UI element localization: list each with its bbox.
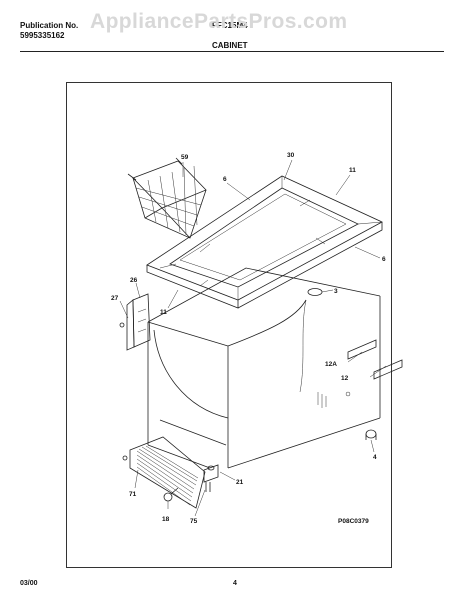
section-title: CABINET xyxy=(212,41,248,50)
label-3: 3 xyxy=(334,288,338,295)
footer-date: 03/00 xyxy=(20,580,38,587)
label-18: 18 xyxy=(162,516,170,523)
label-11-left: 11 xyxy=(160,309,167,316)
label-6-right: 6 xyxy=(382,256,386,263)
model-number: FFC15M4 xyxy=(212,21,248,30)
cabinet-body[interactable] xyxy=(147,267,381,469)
basket-part[interactable] xyxy=(127,157,207,239)
hinge-part[interactable] xyxy=(119,293,151,351)
label-6-top: 6 xyxy=(223,176,227,183)
label-30: 30 xyxy=(287,152,295,159)
diagram-frame xyxy=(66,82,392,568)
label-4: 4 xyxy=(373,454,377,461)
publication-number: 5995335162 xyxy=(20,31,65,40)
leader-lines xyxy=(119,159,387,517)
control-part[interactable] xyxy=(203,464,219,492)
leg-part[interactable] xyxy=(365,429,377,440)
header-rule xyxy=(20,51,444,52)
grille-part[interactable] xyxy=(122,436,206,509)
label-12: 12 xyxy=(341,375,349,382)
watermark: AppliancePartsPros.com xyxy=(90,10,348,33)
label-75: 75 xyxy=(190,518,198,525)
gasket-frame-part[interactable] xyxy=(146,175,383,309)
label-71: 71 xyxy=(129,491,137,498)
label-12A: 12A xyxy=(325,361,337,368)
label-59: 59 xyxy=(181,154,189,161)
label-11-top: 11 xyxy=(349,167,356,174)
label-stickers[interactable] xyxy=(347,339,403,380)
label-21: 21 xyxy=(236,479,244,486)
drawing-code: P08C0379 xyxy=(338,518,369,525)
publication-label: Publication No. xyxy=(20,21,79,30)
label-26: 26 xyxy=(130,277,138,284)
label-27: 27 xyxy=(111,295,119,302)
footer-page-number: 4 xyxy=(233,580,237,587)
